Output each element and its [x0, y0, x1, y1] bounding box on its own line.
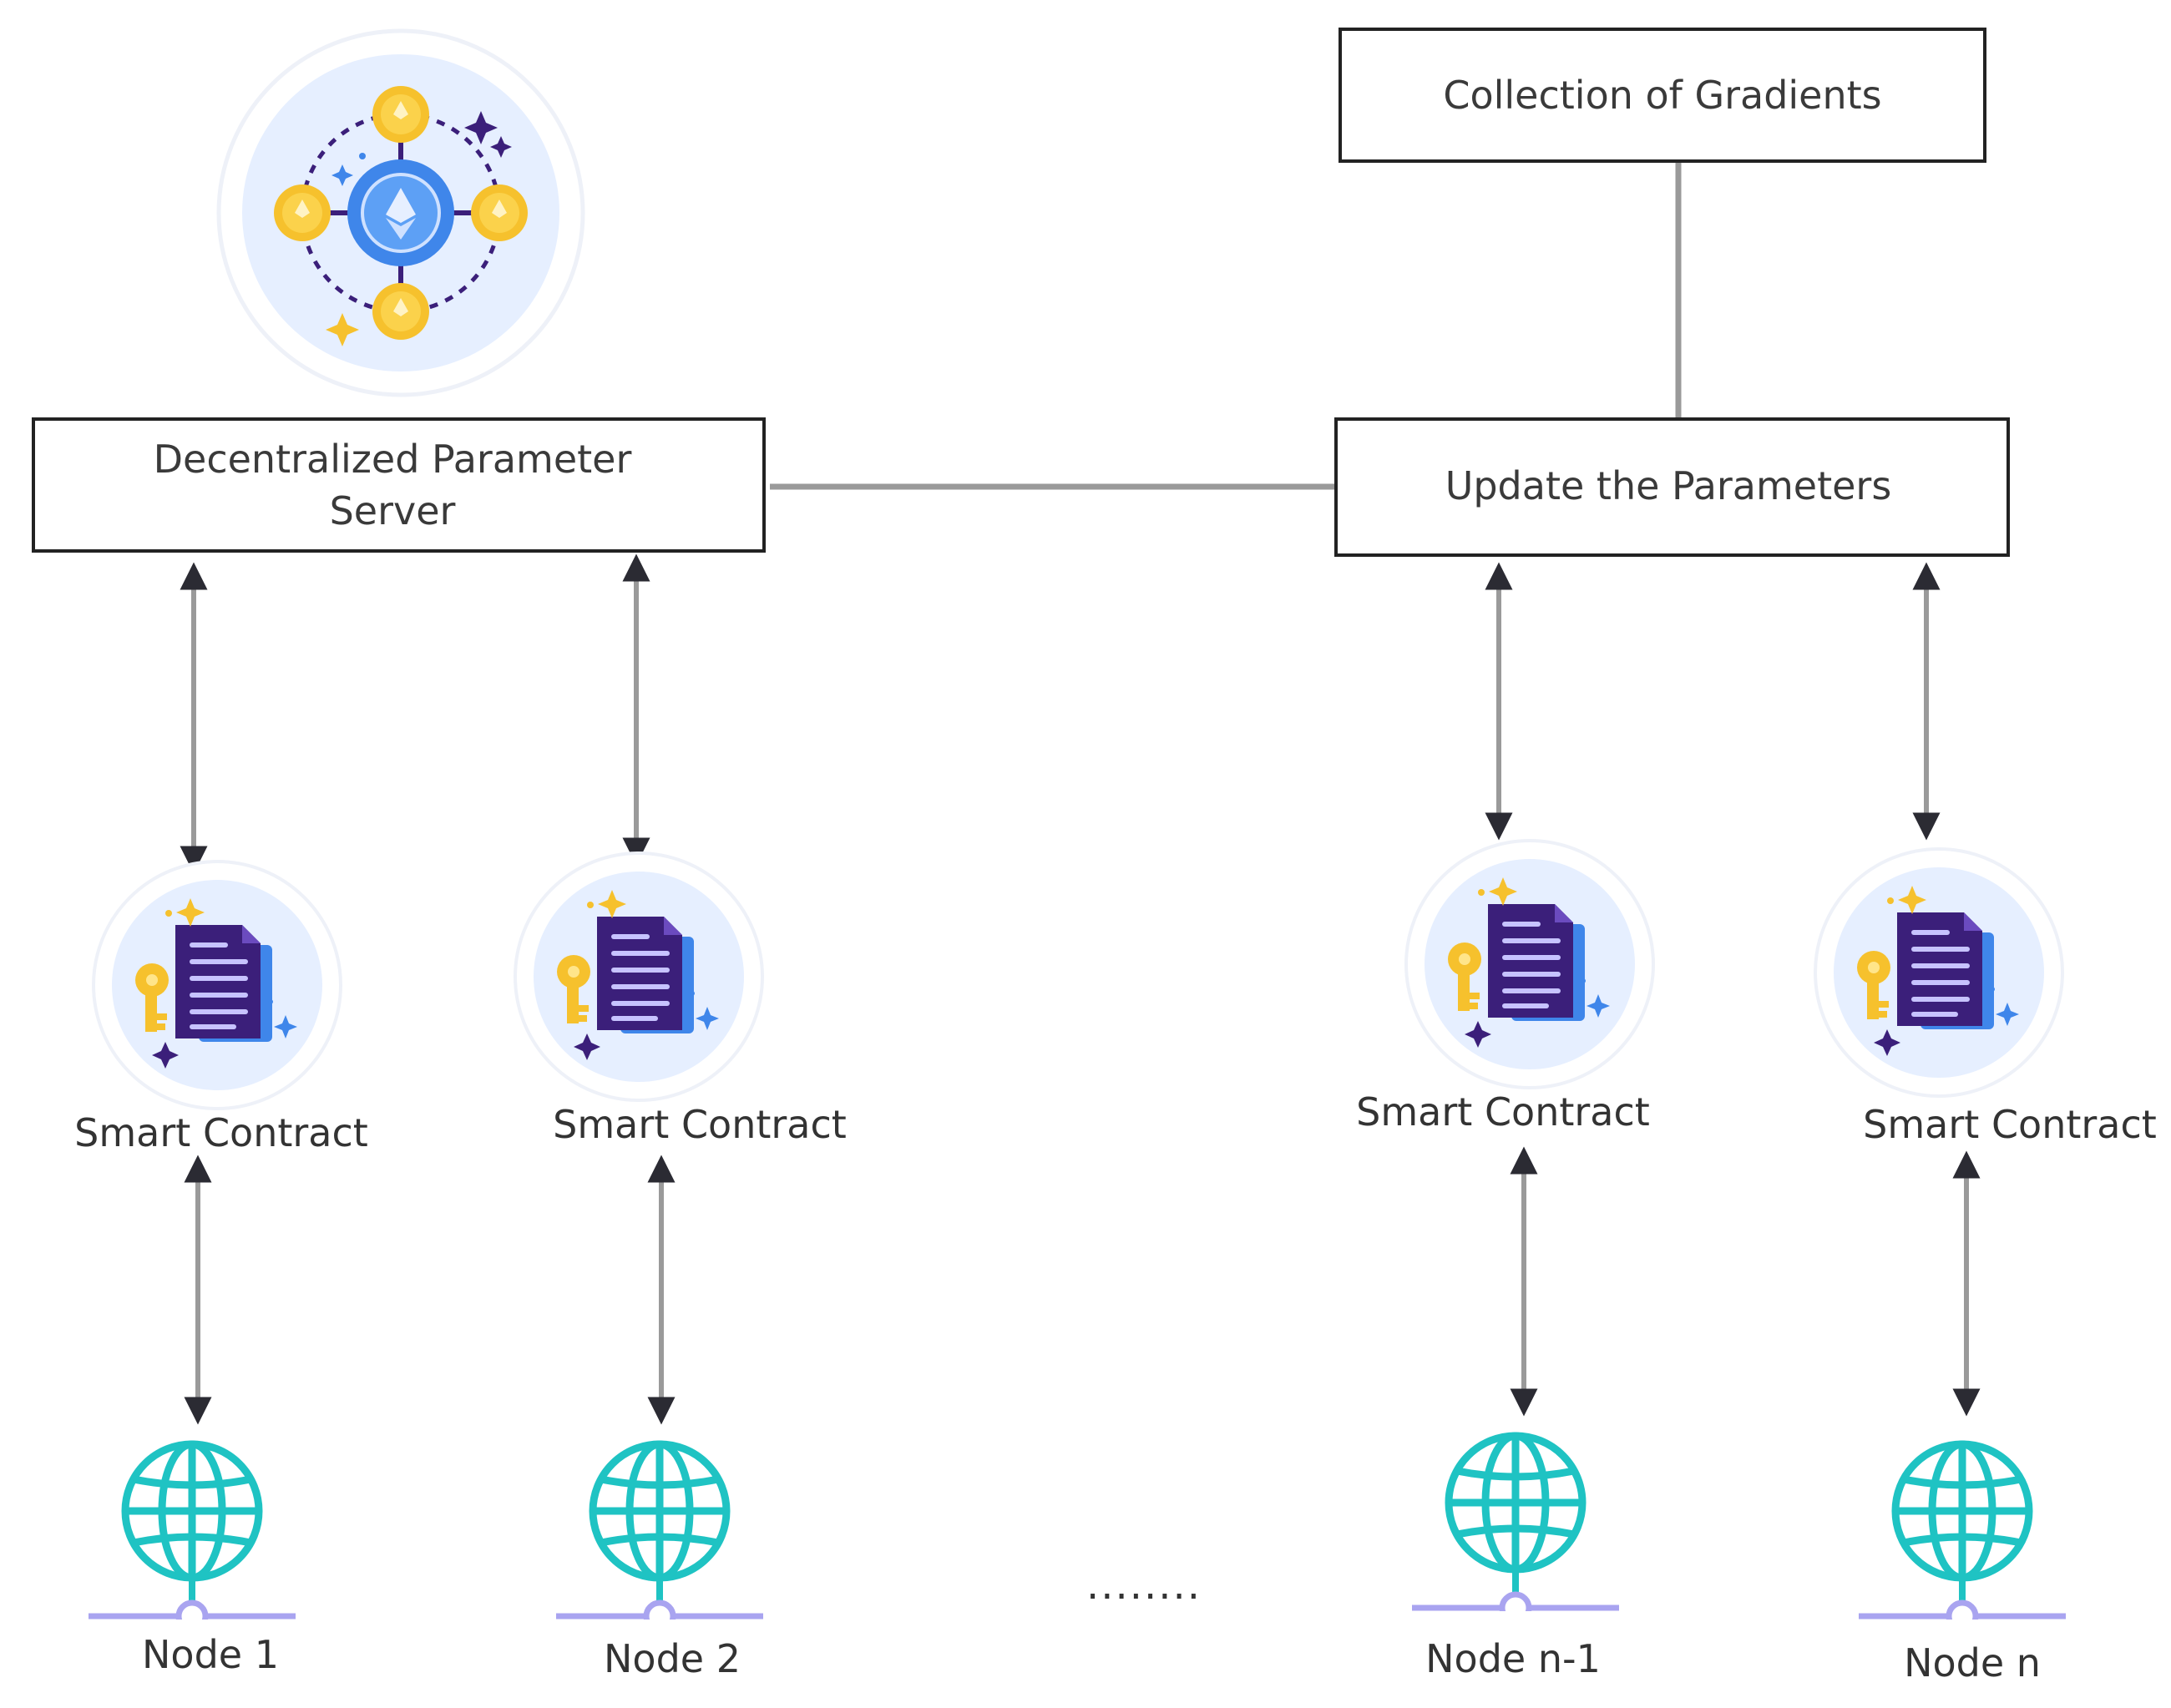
- globe-network-icon-3: [1412, 1436, 1619, 1621]
- node-label-3: Node n-1: [1425, 1636, 1601, 1681]
- globe-network-icon-2: [556, 1444, 763, 1630]
- smart-contract-label-4: Smart Contract: [1863, 1102, 2157, 1147]
- ethereum-network-icon: [216, 28, 585, 397]
- smart-contract-icon-1: [94, 862, 341, 1109]
- globe-network-icon-4: [1859, 1444, 2066, 1630]
- node-label-4: Node n: [1904, 1640, 2041, 1685]
- node-label-1: Node 1: [142, 1632, 279, 1677]
- smart-contract-icon-4: [1815, 849, 2062, 1096]
- server-label-line2: Server: [330, 488, 456, 533]
- update-parameters-box: Update the Parameters: [1334, 417, 2010, 557]
- globe-network-icon-1: [89, 1444, 296, 1630]
- server-label-line1: Decentralized Parameter: [154, 437, 632, 482]
- smart-contract-label-1: Smart Contract: [74, 1110, 368, 1155]
- node-label-2: Node 2: [604, 1636, 741, 1681]
- decentralized-parameter-server-box: Decentralized Parameter Server: [32, 417, 766, 553]
- smart-contract-icon-3: [1406, 841, 1653, 1088]
- smart-contract-label-2: Smart Contract: [553, 1102, 847, 1147]
- update-parameters-label: Update the Parameters: [1445, 463, 1892, 508]
- collection-of-gradients-label: Collection of Gradients: [1443, 73, 1881, 118]
- ellipsis-more-nodes: ........: [1086, 1562, 1202, 1609]
- smart-contract-icon-2: [515, 853, 762, 1100]
- collection-of-gradients-box: Collection of Gradients: [1339, 28, 1986, 163]
- smart-contract-label-3: Smart Contract: [1356, 1089, 1650, 1134]
